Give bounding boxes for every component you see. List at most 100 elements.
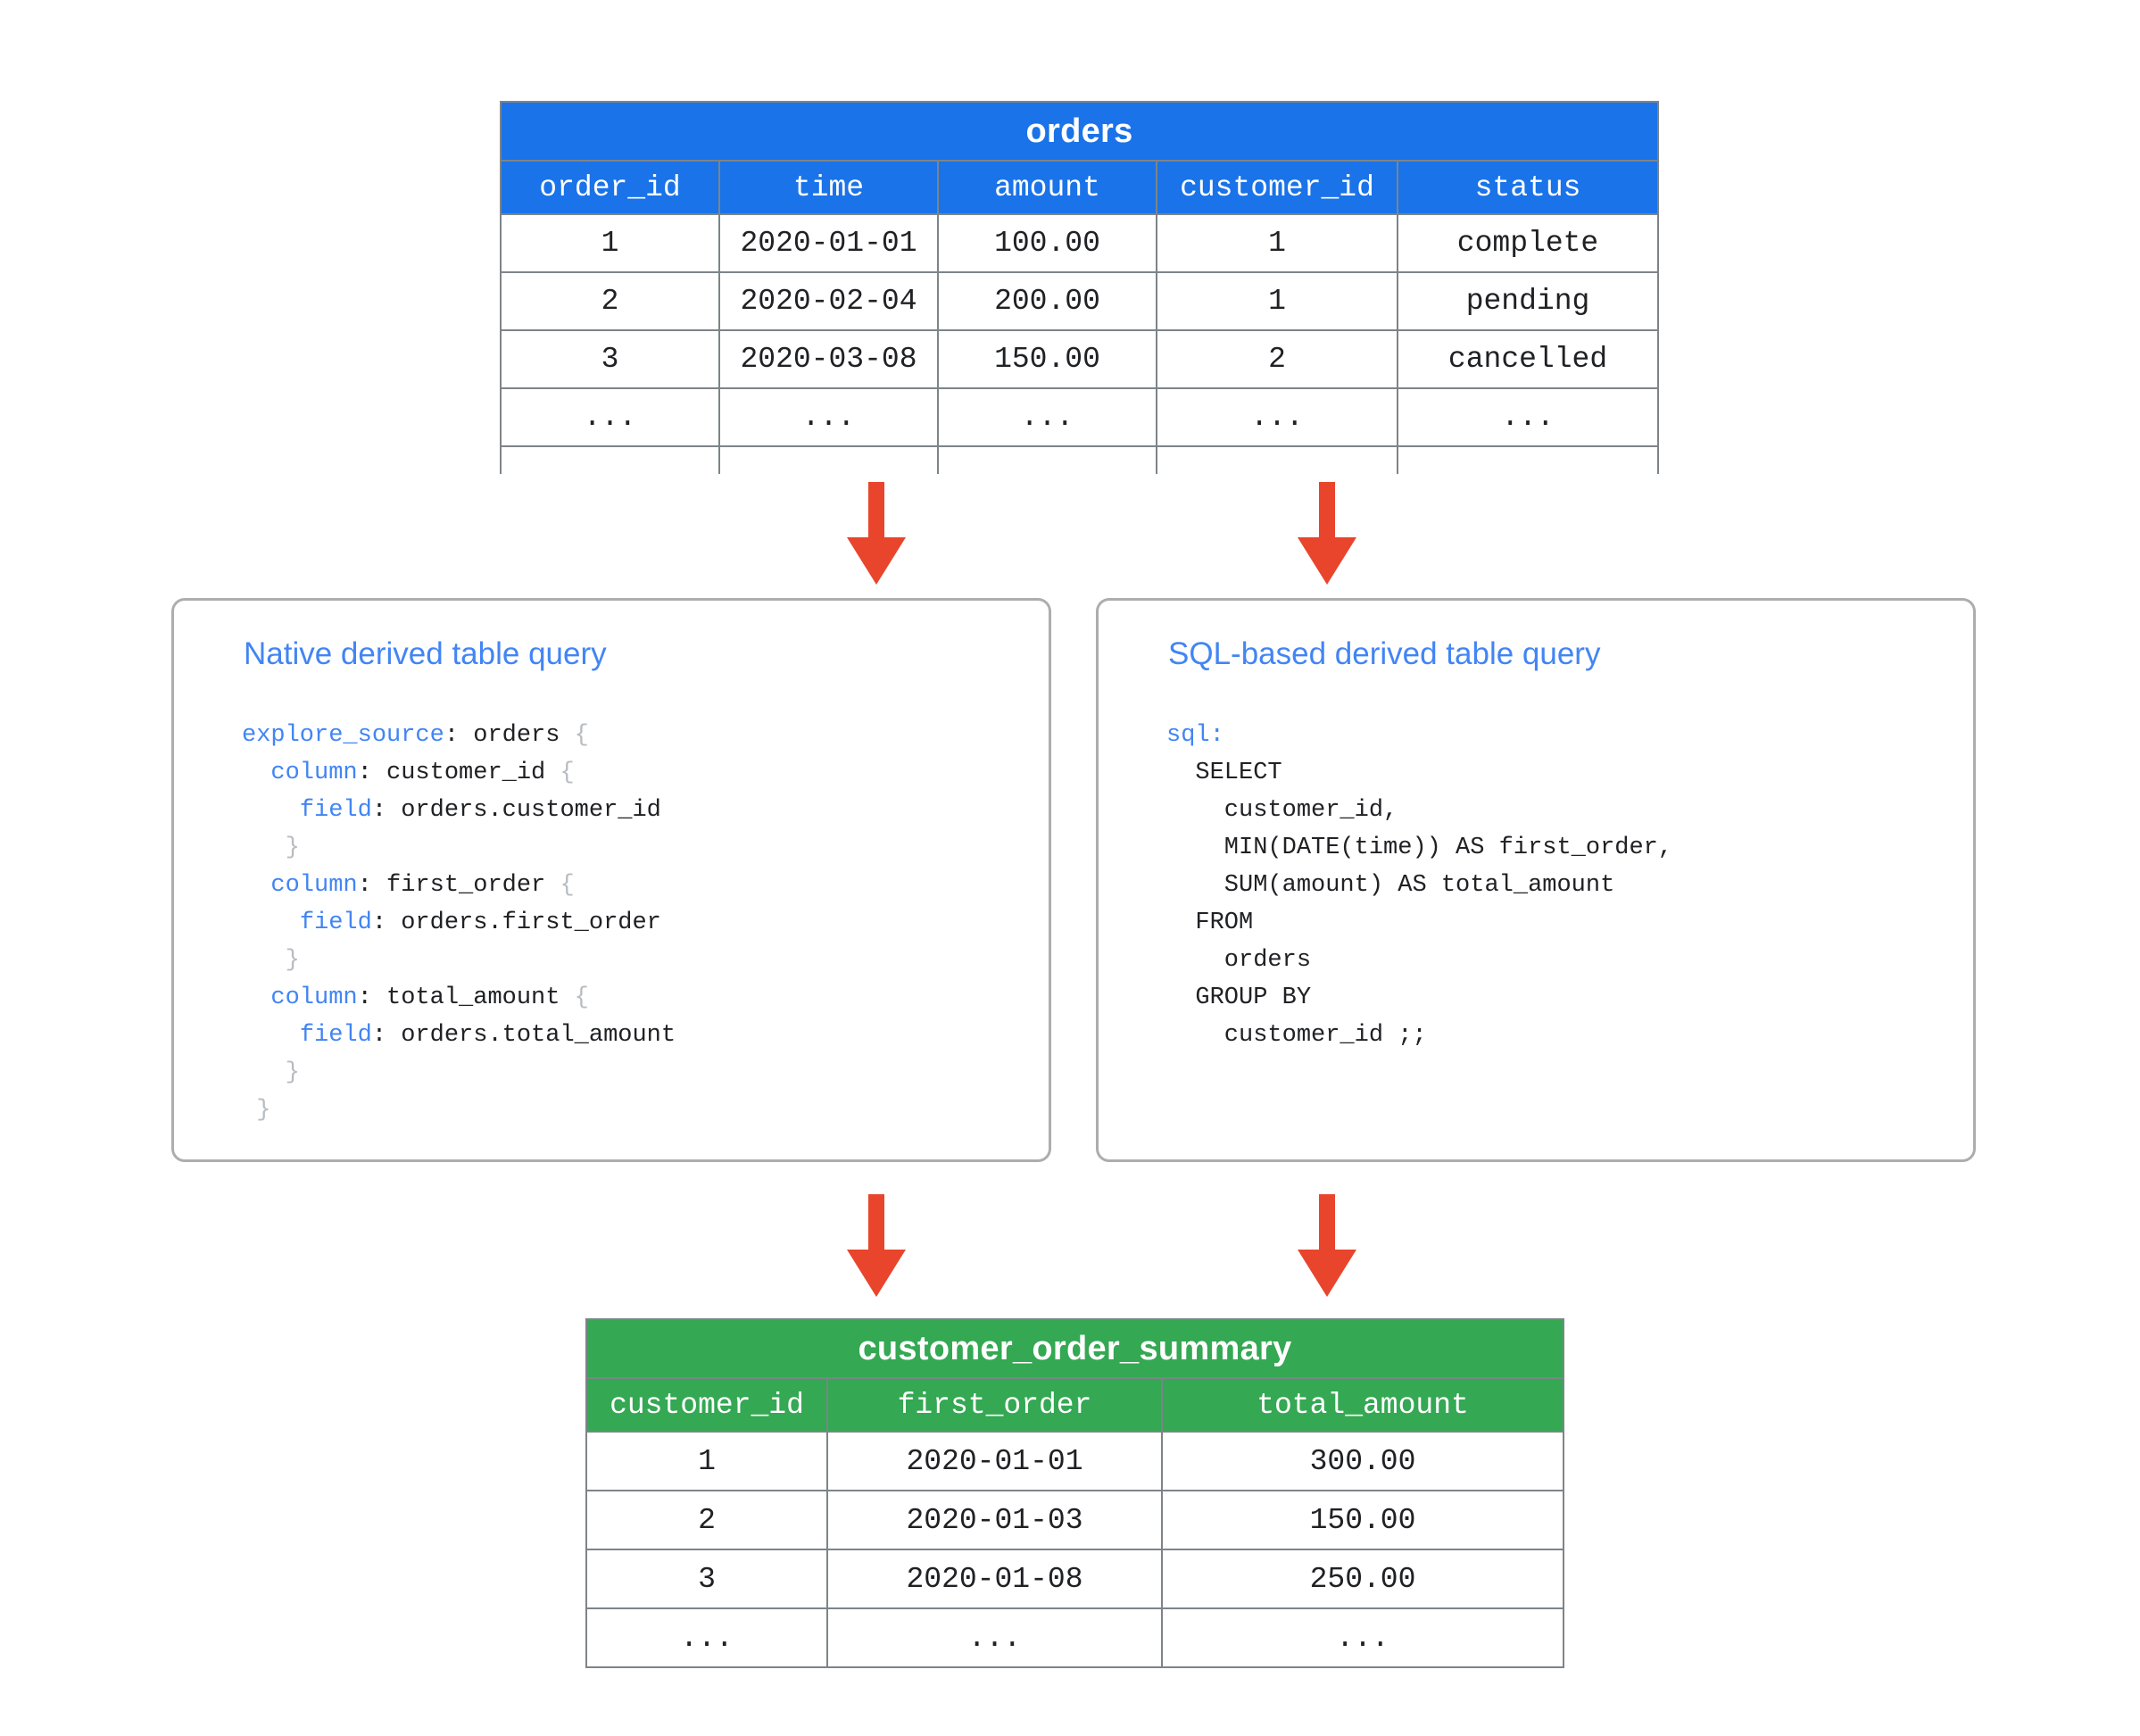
code-token: { [560,760,575,786]
code-token [242,760,270,786]
arrow-orders-to-native-icon [847,482,906,585]
code-token [242,797,300,824]
code-line: } [242,1054,676,1092]
code-token: : orders.customer_id [371,797,661,824]
table-row-ellipsis: ... ... ... ... ... [500,387,1660,447]
table-row: 2 2020-01-03 150.00 [585,1490,1565,1550]
code-token: field [299,910,372,936]
table-row: 2 2020-02-04 200.00 1 pending [500,271,1660,331]
summary-title: customer_order_summary [585,1318,1565,1379]
orders-col-time: time [718,160,939,215]
cell: ... [718,387,939,447]
cell: ... [1396,387,1660,447]
cell: complete [1396,213,1660,273]
code-token: sql: [1166,722,1224,749]
cell: pending [1396,271,1660,331]
code-line: orders [1166,942,1672,979]
code-token: column [270,872,358,899]
code-token: } [256,1097,271,1124]
cell: ... [1160,1607,1565,1668]
code-token: customer_id, [1166,797,1398,824]
cell: 2020-01-03 [826,1490,1163,1550]
code-token: { [574,984,589,1011]
cell: 250.00 [1160,1549,1565,1609]
code-token: SELECT [1166,760,1282,786]
code-token [242,947,286,974]
code-token: explore_source [242,722,444,749]
code-line: GROUP BY [1166,979,1672,1017]
summary-col-first-order: first_order [826,1377,1163,1433]
code-line: field: orders.first_order [242,904,676,942]
code-token: : first_order [357,872,560,899]
cell: ... [826,1607,1163,1668]
summary-title-row: customer_order_summary [585,1318,1565,1379]
cell: 2020-01-01 [718,213,939,273]
code-token [242,1022,300,1049]
cell: 2020-01-01 [826,1431,1163,1491]
code-token [242,835,286,861]
cell [500,445,720,474]
code-token [242,872,270,899]
cell: 1 [585,1431,828,1491]
code-token: field [299,797,372,824]
customer-order-summary-table: customer_order_summary customer_id first… [585,1318,1565,1668]
code-line: } [242,942,676,979]
code-line: sql: [1166,717,1672,754]
cell: 2020-01-08 [826,1549,1163,1609]
code-token: : orders [444,722,575,749]
code-line: SUM(amount) AS total_amount [1166,867,1672,904]
code-token [242,1097,256,1124]
orders-col-order-id: order_id [500,160,720,215]
native-card-title: Native derived table query [244,636,607,671]
code-token: { [560,872,575,899]
code-line: field: orders.total_amount [242,1017,676,1054]
cell: ... [500,387,720,447]
code-token: SUM(amount) AS total_amount [1166,872,1615,899]
cell: 2 [500,271,720,331]
code-token: : total_amount [357,984,575,1011]
code-line: } [242,829,676,867]
orders-header-row: order_id time amount customer_id status [500,160,1660,215]
orders-col-customer-id: customer_id [1156,160,1398,215]
cell: 2020-03-08 [718,329,939,389]
code-token: MIN(DATE(time)) AS first_order, [1166,835,1673,861]
orders-title: orders [499,101,1660,162]
table-row-ellipsis: ... ... ... [585,1607,1565,1668]
orders-table: orders order_id time amount customer_id … [499,101,1660,474]
code-line: } [242,1092,676,1129]
arrow-sql-to-summary-icon [1298,1194,1356,1297]
code-line: column: first_order { [242,867,676,904]
code-token: } [285,1059,300,1086]
native-derived-table-card: Native derived table query explore_sourc… [171,598,1051,1162]
code-token: } [285,835,300,861]
code-token: : customer_id [357,760,560,786]
code-line: column: total_amount { [242,979,676,1017]
code-line: SELECT [1166,754,1672,792]
arrow-native-to-summary-icon [847,1194,906,1297]
cell: ... [585,1607,828,1668]
cell: 1 [1156,213,1398,273]
table-row: 3 2020-03-08 150.00 2 cancelled [500,329,1660,389]
cell [718,445,939,474]
code-line: customer_id, [1166,792,1672,829]
code-token [242,1059,286,1086]
cell: ... [1156,387,1398,447]
cell: 150.00 [937,329,1157,389]
orders-col-amount: amount [937,160,1157,215]
cell: 2020-02-04 [718,271,939,331]
table-row: 1 2020-01-01 100.00 1 complete [500,213,1660,273]
summary-col-customer-id: customer_id [585,1377,828,1433]
code-token: column [270,984,358,1011]
table-row: 3 2020-01-08 250.00 [585,1549,1565,1609]
arrow-orders-to-sql-icon [1298,482,1356,585]
cell: 150.00 [1160,1490,1565,1550]
code-token [242,984,270,1011]
orders-col-status: status [1396,160,1660,215]
code-line: column: customer_id { [242,754,676,792]
orders-title-row: orders [499,101,1660,162]
cell: 200.00 [937,271,1157,331]
summary-header-row: customer_id first_order total_amount [585,1377,1565,1433]
cell: 2 [585,1490,828,1550]
summary-body: 1 2020-01-01 300.00 2 2020-01-03 150.00 … [585,1431,1565,1668]
table-row-truncated [500,445,1660,474]
